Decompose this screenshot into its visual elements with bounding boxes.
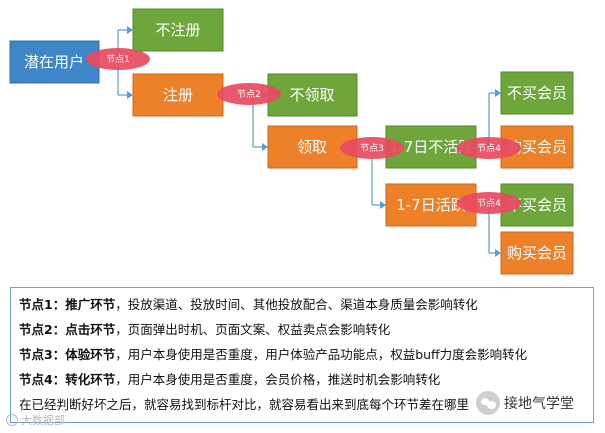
node-marker-1-label: 节点1 — [106, 54, 130, 65]
arrowhead — [127, 26, 133, 34]
node-marker-4b-label: 节点4 — [477, 198, 501, 209]
node-marker-4a-label: 节点4 — [477, 143, 501, 154]
wechat-logo-icon — [476, 391, 500, 415]
note-line-5: 在已经判断好坏之后，就容易找到标杆对比，就容易看出来到底每个环节差在哪里 — [19, 392, 585, 417]
box-not-registered-label: 不注册 — [155, 21, 200, 39]
box-claimed-label: 领取 — [297, 138, 327, 156]
arrowhead — [495, 89, 501, 97]
box-inactive-1-7-label: 1-7日不活跃 — [389, 138, 474, 156]
box-potential-user-label: 潜在用户 — [24, 53, 84, 71]
box-not-claimed-label: 不领取 — [289, 86, 334, 104]
note-text-1: ，投放渠道、投放时间、其他投放配合、渠道本身质量会影响转化 — [115, 297, 478, 312]
node-marker-2: 节点2 — [217, 83, 281, 105]
note-text-4: ，用户本身使用是否重度，会员价格，推送时机会影响转化 — [115, 372, 441, 387]
box-buy-no-1-label: 不买会员 — [507, 84, 567, 102]
node-marker-4a: 节点4 — [457, 137, 521, 159]
note-head-1: 节点1：推广环节 — [19, 297, 116, 312]
note-line-4: 节点4：转化环节，用户本身使用是否重度，会员价格，推送时机会影响转化 — [19, 367, 585, 392]
note-head-2: 节点2：点击环节 — [19, 322, 116, 337]
node-marker-2-label: 节点2 — [237, 89, 261, 100]
box-buy-yes-2: 购买会员 — [500, 231, 574, 275]
box-active-1-7-label: 1-7日活跃 — [396, 196, 466, 214]
note-line-1: 节点1：推广环节，投放渠道、投放时间、其他投放配合、渠道本身质量会影响转化 — [19, 292, 585, 317]
arrowhead — [262, 143, 268, 151]
brand-watermark: 接地气学堂 — [472, 389, 578, 417]
note-line-2: 节点2：点击环节，页面弹出时机、页面文案、权益卖点会影响转化 — [19, 317, 585, 342]
node-marker-1: 节点1 — [86, 48, 150, 70]
box-not-claimed: 不领取 — [267, 73, 358, 117]
box-not-registered: 不注册 — [132, 8, 224, 52]
node-marker-3-label: 节点3 — [360, 143, 384, 154]
arrowhead — [380, 201, 386, 209]
node-marker-4b: 节点4 — [457, 192, 521, 214]
note-head-4: 节点4：转化环节 — [19, 372, 116, 387]
corner-watermark: 大数据部 — [6, 412, 65, 428]
corner-watermark-text: 大数据部 — [21, 414, 65, 427]
box-registered: 注册 — [132, 73, 224, 117]
note-text-2: ，页面弹出时机、页面文案、权益卖点会影响转化 — [115, 322, 391, 337]
node-marker-3: 节点3 — [340, 137, 404, 159]
box-buy-yes-1-label: 购买会员 — [507, 138, 567, 156]
arrowhead — [127, 91, 133, 99]
brand-watermark-text: 接地气学堂 — [504, 396, 574, 412]
conversion-funnel-diagram: 潜在用户 不注册 注册 不领取 领取 1-7日不活跃 1-7日活跃 不买会员 购… — [9, 8, 574, 275]
note-text-3: ，用户本身使用是否重度，用户体验产品功能点，权益buff力度会影响转化 — [115, 347, 528, 362]
note-text-5: 在已经判断好坏之后，就容易找到标杆对比，就容易看出来到底每个环节差在哪里 — [19, 397, 470, 412]
arrowhead — [495, 249, 501, 257]
note-head-3: 节点3：体验环节 — [19, 347, 116, 362]
box-buy-no-1: 不买会员 — [500, 71, 574, 115]
box-registered-label: 注册 — [163, 86, 193, 104]
box-buy-yes-2-label: 购买会员 — [507, 244, 567, 262]
box-buy-no-2-label: 不买会员 — [507, 196, 567, 214]
box-potential-user: 潜在用户 — [9, 40, 100, 84]
note-line-3: 节点3：体验环节，用户本身使用是否重度，用户体验产品功能点，权益buff力度会影… — [19, 342, 585, 367]
watermark-circle-icon — [6, 414, 18, 426]
